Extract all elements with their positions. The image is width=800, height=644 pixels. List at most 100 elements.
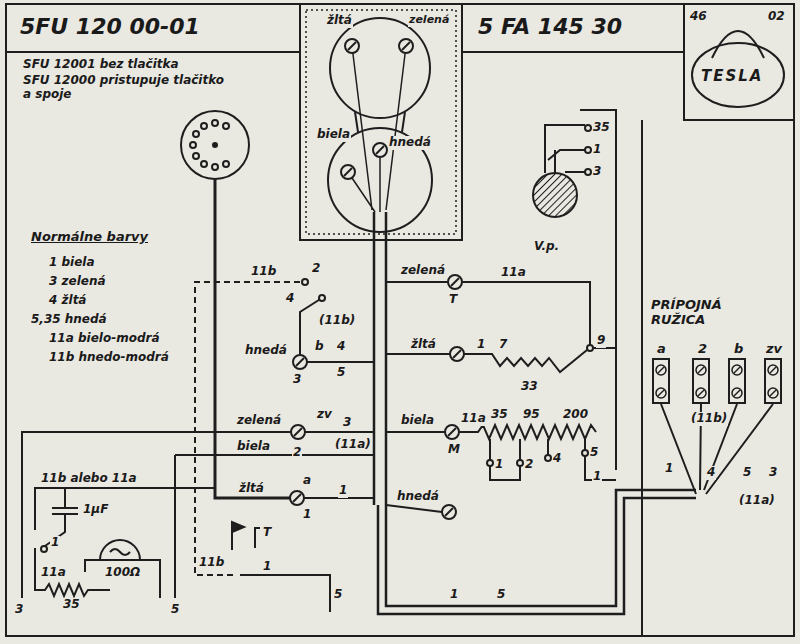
ringer-symbol-part — [545, 125, 585, 173]
resistor-symbols-part — [464, 350, 587, 372]
diagram-label: 1 — [476, 338, 486, 352]
diagram-label: 2 — [292, 446, 302, 460]
cable-lines — [374, 212, 696, 614]
resistor-symbols-part — [582, 450, 588, 456]
diagram-label: 1 — [449, 588, 459, 602]
dial-drawing-part — [223, 161, 229, 167]
terminal-screws-part — [341, 165, 355, 179]
diagram-label: 1 — [338, 484, 348, 498]
capacitor-receiver-symbols-part — [110, 549, 130, 555]
logo-box-text: 46 — [690, 10, 707, 23]
diagram-label: žltá — [238, 482, 265, 496]
rosette-screws-part — [696, 365, 706, 375]
diagram-label: zelená — [408, 14, 450, 27]
button-symbol-part — [232, 522, 244, 550]
logo-emblem-part — [712, 31, 764, 58]
terminal-screws-part — [448, 275, 462, 289]
diagram-label: 5 — [589, 446, 599, 460]
ringer-symbol-part — [585, 147, 591, 153]
dial-drawing-part — [215, 179, 290, 498]
diagram-label: 1 — [50, 536, 60, 550]
logo-emblem-part — [692, 43, 784, 107]
wire-lines-part — [304, 282, 450, 512]
rosette-terminal: zv — [764, 358, 782, 404]
diagram-label: zelená — [236, 414, 282, 428]
diagram-label: 2 — [524, 458, 534, 472]
rosette-screws — [656, 365, 778, 398]
logo-box-text: 02 — [768, 10, 785, 23]
diagram-label: biela — [236, 440, 271, 454]
diagram-label: biela — [316, 128, 351, 142]
diagram-label: 3 — [768, 466, 778, 480]
wire-lines-part — [580, 110, 616, 480]
terminal-screws-part — [290, 491, 304, 505]
diagram-label: zelená — [400, 264, 446, 278]
diagram-label: PRÍPOJNÁ RUŽICA — [650, 298, 762, 328]
diagram-label: 11b — [198, 556, 225, 570]
capacitor-receiver-symbols-part — [35, 548, 110, 596]
diagram-label: 11a — [500, 266, 527, 280]
wire-lines — [22, 110, 773, 612]
diagram-label: (11a) — [334, 438, 372, 452]
diagram-label: 1 — [302, 508, 312, 522]
diagram-label: 7 — [498, 338, 508, 352]
frame-lines — [6, 4, 794, 636]
diagram-label: 11b hnedo-modrá — [48, 351, 170, 365]
title-cell-text: 5FU 120 00-01 — [20, 15, 200, 39]
diagram-label: 1 — [494, 458, 504, 472]
title-cell: 5FU 120 00-01 — [10, 6, 298, 50]
diagram-label: SFU 12001 bez tlačitka — [22, 58, 180, 72]
terminal-screws-part — [291, 425, 305, 439]
rosette-terminal-text: zv — [766, 342, 782, 356]
capacitor-receiver-symbols — [35, 488, 160, 598]
diagram-label: 4 — [336, 340, 346, 354]
diagram-label: 11b alebo 11a — [40, 472, 138, 486]
dial-drawing-part — [212, 164, 218, 170]
diagram-label: 1 — [262, 560, 272, 574]
handset-drawing-part — [348, 46, 406, 212]
logo-box-text: TESLA — [701, 68, 763, 85]
frame-lines-part — [6, 4, 794, 636]
handset-drawing — [328, 18, 432, 232]
diagram-label: 11a — [40, 566, 67, 580]
handset-drawing-part — [330, 18, 430, 118]
diagram-label: a — [302, 474, 312, 488]
rosette-screws-part — [696, 388, 706, 398]
frame-lines-part — [300, 4, 462, 240]
dial-drawing-part — [223, 123, 229, 129]
diagram-label: 5 — [336, 366, 346, 380]
dial-drawing-part — [190, 142, 196, 148]
diagram-label: hnedá — [388, 136, 432, 150]
rosette-screws-part — [768, 365, 778, 375]
capacitor-receiver-symbols-part — [41, 546, 47, 552]
wire-lines-part — [319, 295, 325, 301]
diagram-label: 3 — [14, 603, 24, 617]
diagram-label: (11b) — [690, 412, 728, 426]
rosette-screws-part — [656, 388, 666, 398]
diagram-label: 5 — [742, 466, 752, 480]
diagram-label: žltá — [410, 338, 437, 352]
terminal-screws-part — [345, 39, 359, 53]
rosette-terminal-text: b — [734, 342, 743, 356]
diagram-label: žltá — [326, 14, 353, 28]
resistor-symbols-part — [545, 455, 551, 461]
resistor-symbols-part — [459, 425, 596, 439]
diagram-label: 2 — [311, 262, 321, 276]
diagram-label: 35 — [592, 121, 611, 135]
dial-drawing-part — [213, 143, 217, 147]
resistor-symbols — [459, 345, 596, 480]
diagram-label: 4 — [285, 292, 295, 306]
wire-lines-part — [22, 432, 291, 598]
terminal-screws-part — [373, 143, 387, 157]
resistor-symbols-part — [587, 345, 593, 351]
resistor-symbols-part — [517, 460, 523, 466]
diagram-label: b — [314, 340, 325, 354]
rosette-screws-part — [656, 365, 666, 375]
diagram-label: 3 — [592, 165, 602, 179]
diagram-label: 35 — [490, 408, 509, 422]
rosette-terminal: 2 — [692, 358, 710, 404]
cable-lines-part — [378, 498, 696, 614]
diagram-label: SFU 12000 pristupuje tlačitko a spoje — [22, 74, 229, 102]
title-cell-text: 5 FA 145 30 — [478, 15, 622, 39]
